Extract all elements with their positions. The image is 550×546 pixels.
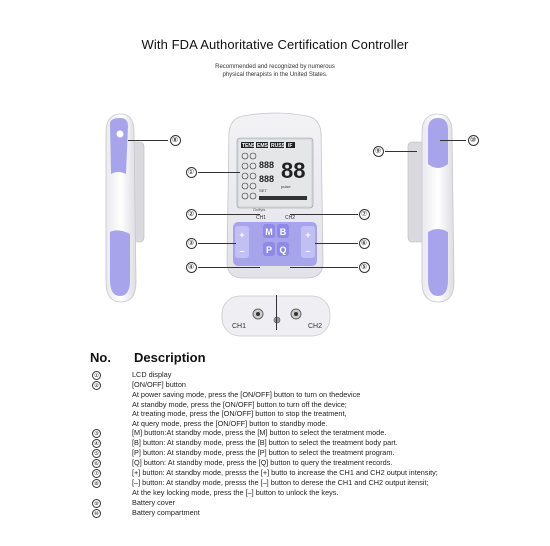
callout-4: ④ [185, 261, 197, 273]
table-header-description: Description [134, 350, 206, 365]
lcd-pulse-label: pulse [281, 184, 291, 189]
lcd-mode-ems: EMS [257, 143, 269, 149]
front-ch2-label: CH2 [285, 215, 295, 221]
lcd-mode-tens: TENS [242, 143, 256, 149]
ch2-plus-button[interactable]: + [305, 230, 310, 240]
table-row: At standby mode, press the [ON/OFF] butt… [132, 399, 347, 409]
bottom-ch1-label: CH1 [232, 323, 246, 330]
callout-6: ⑥ [358, 237, 370, 249]
callout-line-2 [198, 214, 260, 215]
callout-9: ⑨ [372, 145, 384, 157]
callout-8: ⑧ [169, 134, 181, 146]
q-button[interactable]: Q [279, 245, 286, 255]
callout-7: ⑦ [358, 208, 370, 220]
ch2-minus-button[interactable]: – [305, 246, 310, 256]
callout-5: ⑤ [358, 261, 370, 273]
callout-line-4 [198, 267, 260, 268]
table-header-no: No. [90, 350, 111, 365]
lcd-mode-russ: RUSS [271, 143, 286, 149]
table-row: At query mode, press the [ON/OFF] button… [132, 418, 328, 428]
table-row: At power saving mode, press the [ON/OFF]… [132, 390, 361, 399]
callout-line-6 [315, 243, 358, 244]
callout-line-3 [198, 243, 236, 244]
p-button[interactable]: P [266, 245, 272, 255]
ch1-plus-button[interactable]: + [239, 230, 244, 240]
m-button[interactable]: M [265, 227, 273, 237]
callout-line-8 [128, 140, 168, 141]
bottom-ch2-label: CH2 [308, 323, 322, 330]
table-row: ⑧[–] button: At standby mode, presss the… [90, 478, 530, 489]
callout-line-1 [198, 172, 240, 173]
callout-2: ② [185, 208, 197, 220]
lcd-big-digits: 88 [281, 158, 305, 183]
callout-line-10 [440, 140, 466, 141]
page-subtitle: Recommended and recognized by numerous p… [215, 64, 335, 78]
table-row: At the key locking mode, press the [–] b… [132, 488, 339, 498]
callout-10: ⑩ [467, 134, 479, 146]
lcd-mode-if: IF [288, 143, 292, 149]
page-title: With FDA Authoritative Certification Con… [141, 37, 409, 52]
b-button[interactable]: B [280, 227, 287, 237]
table-row: At treating mode, press the [ON/OFF] but… [132, 409, 347, 419]
device-front-view: TENS EMS RUSS IF 888 888 88 pulse SET Gu… [226, 112, 324, 279]
callout-1: ① [185, 166, 197, 178]
callout-line-7 [290, 214, 358, 215]
callout-line-9 [385, 151, 417, 152]
lcd-set-label: SET [259, 188, 267, 193]
callout-line-bottom-divider [276, 295, 277, 330]
table-row: ⑥[Q] button: At standby mode, press the … [90, 458, 530, 469]
callout-3: ③ [185, 237, 197, 249]
callout-line-5 [290, 267, 358, 268]
table-row: ⑦[+] button: At standby mode, presss the… [90, 468, 530, 479]
device-side-view-right [407, 113, 455, 303]
table-row: ⑤[P] button: At standby mode, press the … [90, 448, 530, 459]
ch1-minus-button[interactable]: – [239, 246, 244, 256]
table-row: ③[M] button:At standby mode, press the [… [90, 428, 530, 439]
brand-logo: Guffyis [253, 207, 265, 212]
device-side-view-left [105, 113, 145, 303]
front-ch1-label: CH1 [256, 215, 266, 221]
table-row: ④[B] button: At standby mode, press the … [90, 438, 530, 449]
lcd-small-digits-1: 888 [259, 160, 274, 170]
lcd-small-digits-2: 888 [259, 174, 274, 184]
table-row: ②[ON/OFF] button [90, 380, 530, 390]
